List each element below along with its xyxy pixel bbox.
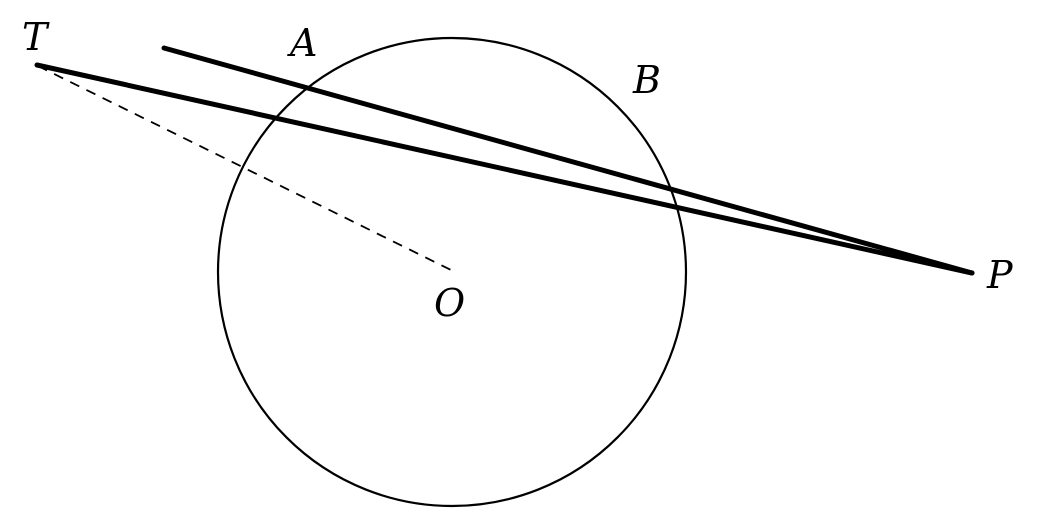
segment-t-o — [37, 65, 456, 273]
label-o: O — [434, 281, 465, 325]
label-a: A — [287, 21, 317, 65]
label-p: P — [986, 253, 1014, 297]
label-t: T — [22, 15, 50, 59]
line-t-p — [34, 62, 975, 276]
circle-o — [216, 36, 688, 508]
line-a-b-p — [161, 45, 975, 276]
label-b: B — [632, 58, 661, 102]
